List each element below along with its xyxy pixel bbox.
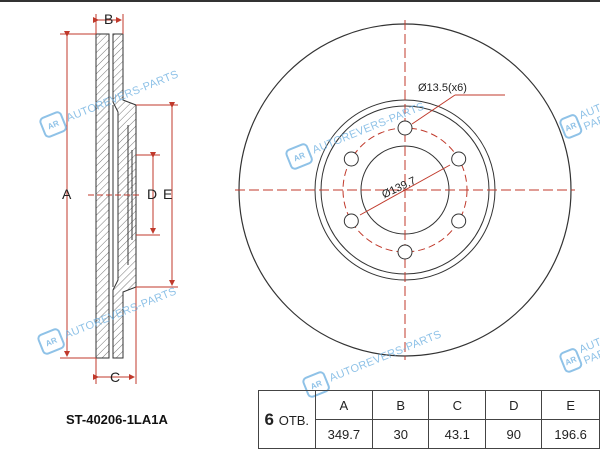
holes-count-cell: 6 ОТВ.	[258, 390, 316, 449]
dim-label-c: C	[110, 369, 121, 385]
table-value-row: 349.7 30 43.1 90 196.6	[259, 419, 600, 449]
part-number: ST-40206-1LA1A	[66, 412, 168, 427]
header-a: A	[314, 390, 374, 420]
header-d: D	[485, 390, 543, 420]
value-b: 30	[372, 419, 430, 449]
table-header-row: 6 ОТВ. A B C D E	[258, 390, 600, 449]
hole-diameter-note: Ø13.5(x6)	[418, 82, 467, 94]
value-e: 196.6	[541, 419, 600, 449]
dimensions-table: 6 ОТВ. A B C D E 349.7 30 43.1 90 196.6	[258, 390, 600, 449]
bolt-hole	[343, 151, 359, 167]
bolt-hole	[451, 151, 467, 167]
dim-label-e: E	[163, 186, 173, 202]
side-profile	[88, 33, 140, 359]
value-a: 349.7	[314, 419, 374, 449]
bolt-holes	[343, 120, 467, 260]
dimension-lines	[60, 14, 178, 384]
header-b: B	[372, 390, 430, 420]
bolt-hole	[343, 213, 359, 229]
bolt-hole	[397, 244, 413, 260]
top-border	[0, 0, 600, 2]
dim-label-d: D	[147, 186, 158, 202]
dim-label-b: B	[104, 11, 114, 27]
header-e: E	[541, 390, 600, 420]
header-c: C	[428, 390, 487, 420]
dim-label-a: A	[62, 186, 72, 202]
value-c: 43.1	[428, 419, 487, 449]
bolt-hole	[397, 120, 413, 136]
value-d: 90	[485, 419, 543, 449]
bolt-hole	[451, 213, 467, 229]
front-view	[235, 20, 575, 360]
